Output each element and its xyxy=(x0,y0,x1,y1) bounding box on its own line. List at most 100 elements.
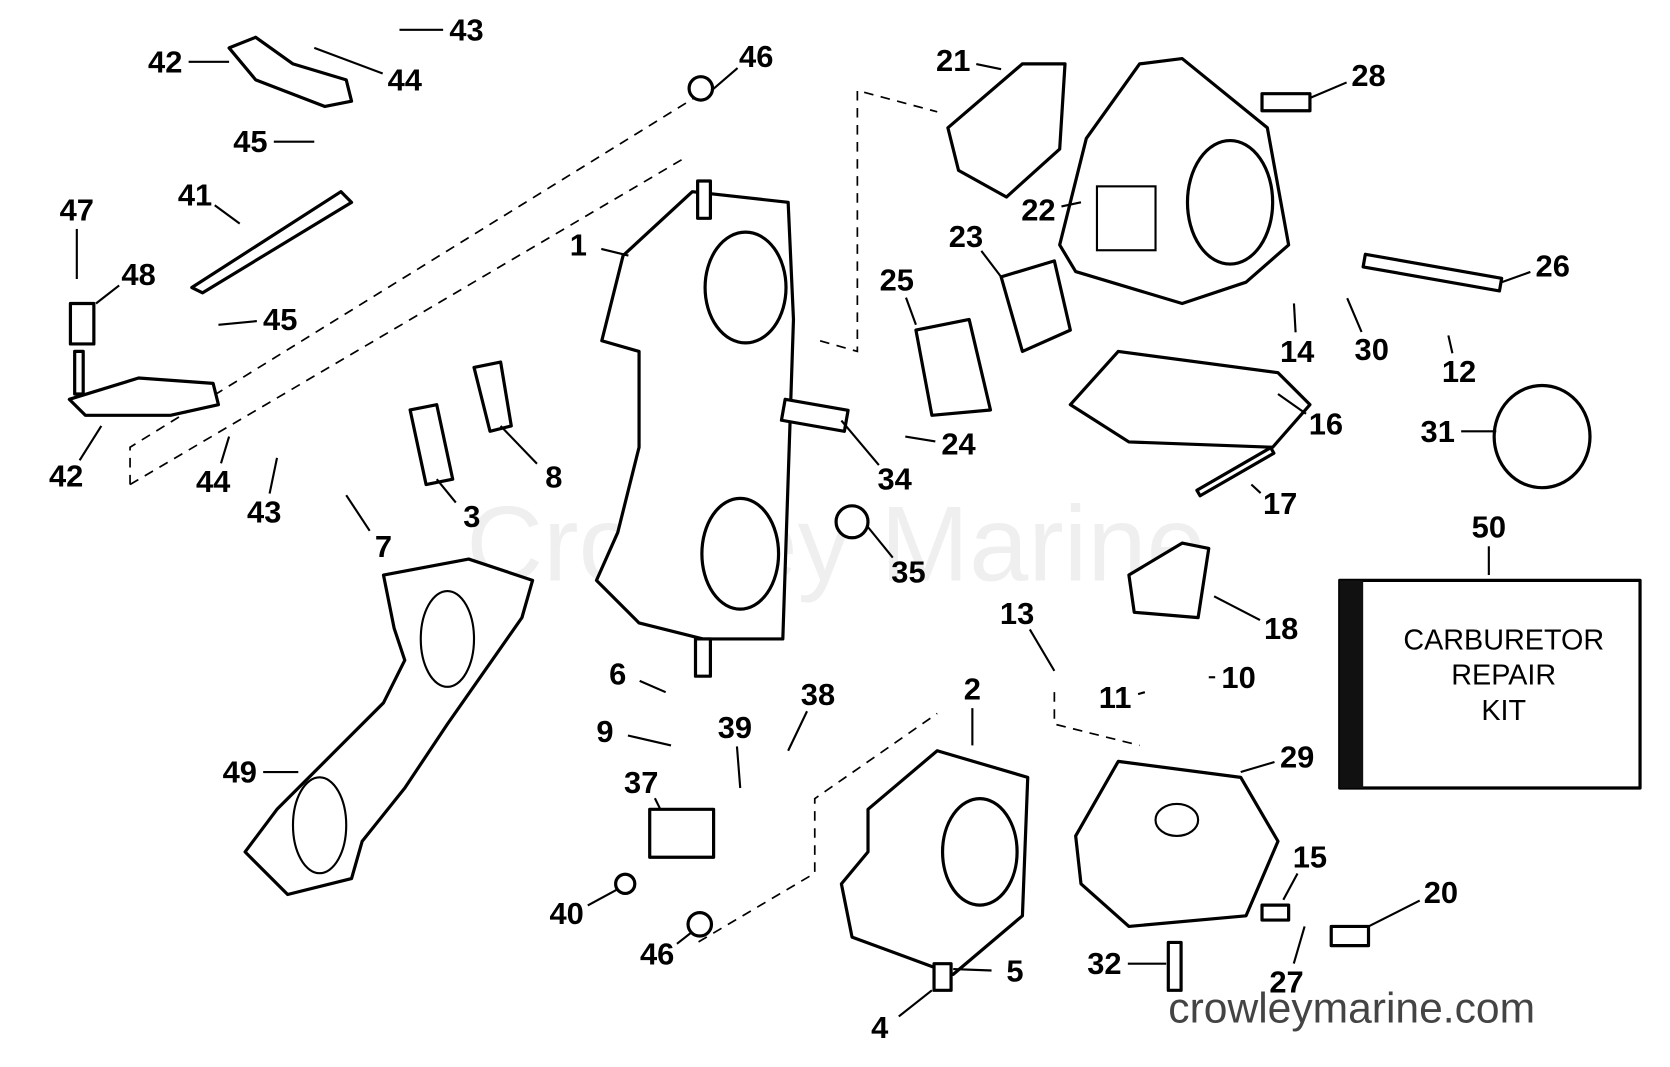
part-label-8: 8 xyxy=(545,460,562,495)
part-label-24: 24 xyxy=(941,427,975,462)
part-label-9: 9 xyxy=(596,714,613,749)
leader-line-13 xyxy=(1028,628,1056,672)
leader-line-27 xyxy=(1292,926,1306,964)
fasteners xyxy=(614,75,1592,992)
carburetor-body-lower xyxy=(839,749,1030,992)
leader-line-11 xyxy=(1137,691,1146,696)
leader-line-41 xyxy=(214,204,241,225)
part-label-17: 17 xyxy=(1263,486,1297,521)
part-label-20: 20 xyxy=(1424,875,1458,910)
leader-line-42 xyxy=(78,425,103,461)
part-label-23: 23 xyxy=(949,219,983,254)
part-label-45: 45 xyxy=(233,124,267,159)
part-label-39: 39 xyxy=(718,710,752,745)
website-watermark: crowleymarine.com xyxy=(1168,984,1535,1032)
leader-line-48 xyxy=(95,284,120,305)
part-label-41: 41 xyxy=(178,177,212,212)
leader-line-6 xyxy=(639,679,667,694)
part-label-14: 14 xyxy=(1280,334,1314,369)
leader-line-1 xyxy=(601,247,629,257)
part-label-34: 34 xyxy=(877,462,911,497)
leader-line-46 xyxy=(676,930,693,945)
part-label-42: 42 xyxy=(148,44,182,79)
leader-line-8 xyxy=(499,425,538,465)
part-label-16: 16 xyxy=(1309,406,1343,441)
part-label-7: 7 xyxy=(375,529,392,564)
part-label-49: 49 xyxy=(223,755,257,790)
part-label-27: 27 xyxy=(1269,964,1303,999)
repair-kit-box: CARBURETOR REPAIR KIT xyxy=(1338,578,1642,790)
part-label-26: 26 xyxy=(1536,249,1570,284)
part-label-46: 46 xyxy=(739,39,773,74)
leader-line-7 xyxy=(345,494,371,532)
part-label-12: 12 xyxy=(1442,354,1476,389)
watermark: Crowley Marine xyxy=(466,484,1206,603)
leader-line-46 xyxy=(710,67,739,92)
part-label-22: 22 xyxy=(1021,192,1055,227)
kit-label-line2: REPAIR xyxy=(1451,660,1556,692)
part-label-30: 30 xyxy=(1355,332,1389,367)
part-label-18: 18 xyxy=(1264,611,1298,646)
leader-line-3 xyxy=(435,478,457,504)
part-label-46: 46 xyxy=(640,937,674,972)
part-label-25: 25 xyxy=(880,263,914,298)
leader-line-16 xyxy=(1277,393,1307,415)
part-label-32: 32 xyxy=(1087,946,1121,981)
part-label-13: 13 xyxy=(1000,596,1034,631)
part-label-10: 10 xyxy=(1221,660,1255,695)
leader-line-5 xyxy=(953,967,992,972)
leader-line-9 xyxy=(627,734,672,747)
part-label-37: 37 xyxy=(624,765,658,800)
air-silencer-base xyxy=(1058,56,1291,306)
leader-line-44 xyxy=(313,46,384,75)
leader-line-39 xyxy=(735,746,742,789)
part-label-31: 31 xyxy=(1421,414,1455,449)
part-label-15: 15 xyxy=(1293,840,1327,875)
carburetor-body-upper xyxy=(594,179,796,678)
float-bowl xyxy=(1074,541,1280,929)
leader-line-15 xyxy=(1282,872,1299,901)
leader-line-18 xyxy=(1213,595,1261,621)
throttle-linkage xyxy=(67,35,354,417)
leader-line-28 xyxy=(1309,81,1348,99)
part-label-28: 28 xyxy=(1351,58,1385,93)
part-label-44: 44 xyxy=(388,62,422,97)
part-label-43: 43 xyxy=(449,12,483,47)
leader-line-30 xyxy=(1346,297,1363,333)
part-label-29: 29 xyxy=(1280,740,1314,775)
part-label-5: 5 xyxy=(1006,954,1023,989)
part-label-45: 45 xyxy=(263,302,297,337)
part-label-48: 48 xyxy=(121,257,155,292)
part-label-35: 35 xyxy=(891,554,925,589)
leader-line-25 xyxy=(904,297,917,326)
leader-line-40 xyxy=(587,888,619,907)
leader-line-24 xyxy=(905,435,936,443)
part-label-44: 44 xyxy=(196,464,230,499)
leader-line-12 xyxy=(1447,335,1454,354)
leader-line-45 xyxy=(218,320,257,326)
kit-label-line3: KIT xyxy=(1481,695,1526,727)
part-label-6: 6 xyxy=(609,657,626,692)
part-label-42: 42 xyxy=(49,458,83,493)
leader-line-20 xyxy=(1368,899,1421,928)
leader-line-43 xyxy=(268,457,279,494)
part-label-4: 4 xyxy=(871,1010,888,1045)
leader-line-37 xyxy=(653,797,662,810)
part-label-50: 50 xyxy=(1472,510,1506,545)
part-label-2: 2 xyxy=(964,671,981,706)
leader-line-34 xyxy=(840,419,880,466)
leader-line-14 xyxy=(1292,303,1297,333)
leader-line-21 xyxy=(976,63,1002,71)
gaskets xyxy=(243,62,1312,897)
leader-line-29 xyxy=(1240,760,1275,774)
part-label-11: 11 xyxy=(1099,680,1132,715)
leader-line-38 xyxy=(787,710,808,752)
part-label-21: 21 xyxy=(936,43,970,78)
leader-line-26 xyxy=(1501,270,1531,284)
part-label-43: 43 xyxy=(247,495,281,530)
part-label-3: 3 xyxy=(463,499,480,534)
part-label-47: 47 xyxy=(60,192,94,227)
leader-line-22 xyxy=(1061,201,1082,208)
